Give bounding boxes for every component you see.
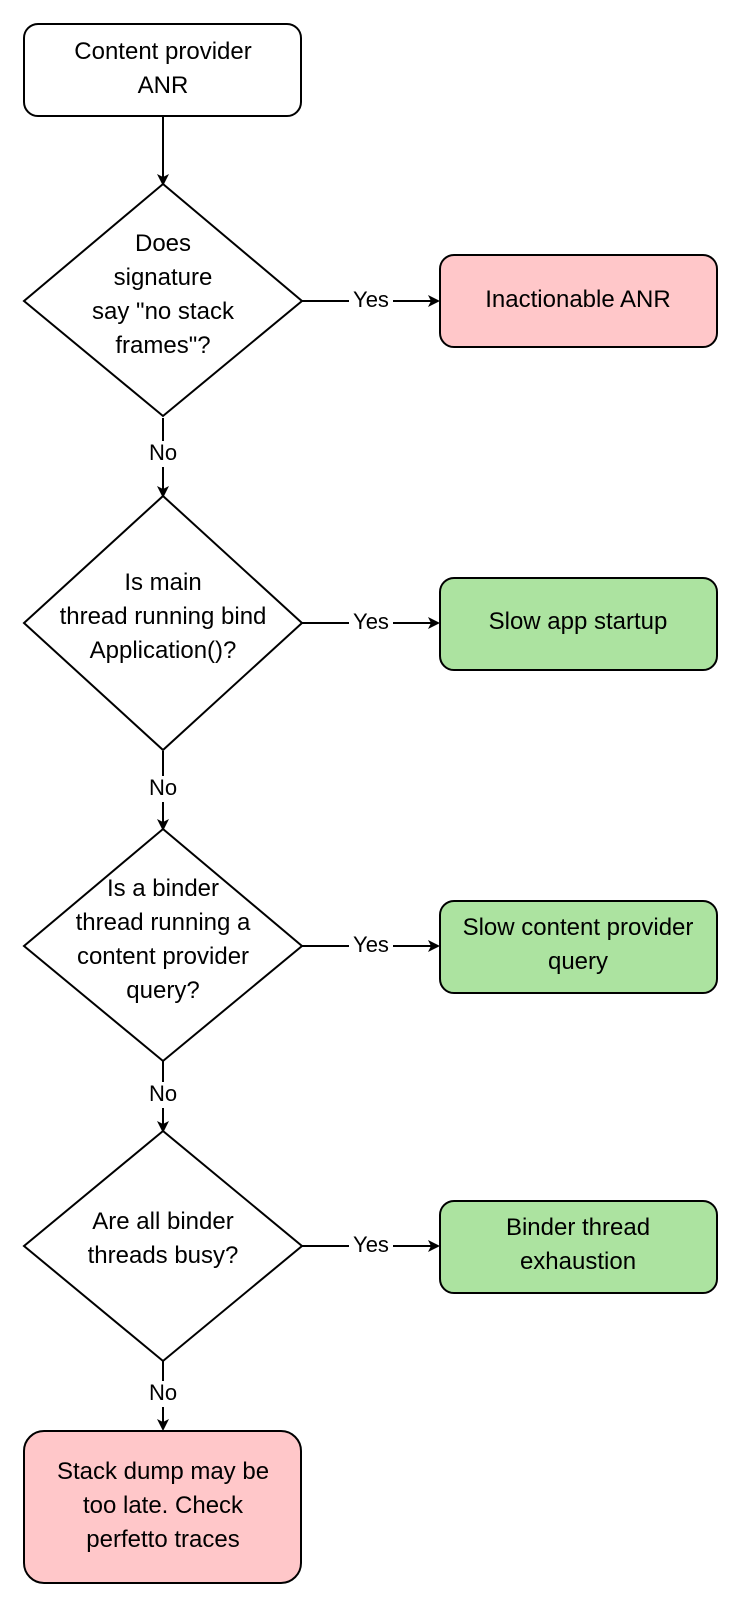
node-text-line: exhaustion: [520, 1248, 636, 1275]
r2-text: Slow app startup: [489, 608, 668, 635]
node-result-inactionable-anr: Inactionable ANR: [439, 254, 718, 348]
node-text-line: signature: [114, 264, 213, 291]
decision-diamond: [22, 182, 304, 418]
node-text-line: content provider: [77, 943, 249, 970]
node-text-line: ANR: [138, 72, 189, 99]
end-text: Stack dump may be too late. Check perfetto…: [57, 1458, 269, 1553]
label-bg: [349, 1233, 393, 1259]
no-label: No: [149, 1081, 177, 1106]
node-text-line: thread running bind: [60, 603, 267, 630]
node-decision-content-provider-query: Is a binder thread running a content provi…: [22, 827, 304, 1063]
label-bg: [349, 288, 393, 314]
node-text-line: Is a binder: [107, 875, 219, 902]
node-text-line: Content provider: [74, 38, 251, 65]
node-text-line: too late. Check: [83, 1492, 244, 1519]
r4-text: Binder thread exhaustion: [506, 1214, 650, 1275]
label-bg: [349, 933, 393, 959]
q1-text: Does signature say "no stack frames"?: [92, 230, 235, 359]
node-text-line: Inactionable ANR: [485, 286, 670, 313]
label-bg: [145, 776, 181, 802]
result-box-red: [23, 1430, 302, 1584]
edge-labels: Yes Yes Yes Yes No No No No: [145, 287, 393, 1407]
yes-label: Yes: [353, 1232, 389, 1257]
yes-label: Yes: [353, 287, 389, 312]
label-bg: [145, 1381, 181, 1407]
node-result-check-perfetto-traces: Stack dump may be too late. Check perfetto…: [23, 1430, 302, 1584]
node-decision-no-stack-frames: Does signature say "no stack frames"?: [22, 182, 304, 418]
node-text-line: perfetto traces: [86, 1526, 239, 1553]
no-label: No: [149, 1380, 177, 1405]
node-text-line: thread running a: [76, 909, 251, 936]
node-decision-binder-threads-busy: Are all binder threads busy?: [22, 1129, 304, 1363]
node-text-line: Stack dump may be: [57, 1458, 269, 1485]
node-text-line: threads busy?: [88, 1242, 239, 1269]
result-box-green: [439, 577, 718, 671]
label-bg: [145, 441, 181, 467]
decision-diamond: [22, 494, 304, 752]
node-text-line: Does: [135, 230, 191, 257]
no-label: No: [149, 440, 177, 465]
decision-diamond: [22, 1129, 304, 1363]
node-text-line: Are all binder: [92, 1208, 233, 1235]
node-text-line: say "no stack: [92, 298, 235, 325]
start-box: [23, 23, 302, 117]
node-result-slow-app-startup: Slow app startup: [439, 577, 718, 671]
node-text-line: Slow app startup: [489, 608, 668, 635]
decision-diamond: [22, 827, 304, 1063]
result-box-red: [439, 254, 718, 348]
q3-text: Is a binder thread running a content provi…: [76, 875, 251, 1004]
node-text-line: Slow content provider: [463, 914, 694, 941]
label-bg: [145, 1082, 181, 1108]
node-text-line: query: [548, 948, 608, 975]
yes-label: Yes: [353, 932, 389, 957]
yes-label: Yes: [353, 609, 389, 634]
no-label: No: [149, 775, 177, 800]
result-box-green: [439, 900, 718, 994]
node-text-line: query?: [126, 977, 199, 1004]
node-text-line: Is main: [124, 569, 201, 596]
result-box-green: [439, 1200, 718, 1294]
node-result-slow-content-provider-query: Slow content provider query: [439, 900, 718, 994]
node-text-line: Binder thread: [506, 1214, 650, 1241]
node-text-line: frames"?: [115, 332, 210, 359]
q4-text: Are all binder threads busy?: [88, 1208, 239, 1269]
r1-text: Inactionable ANR: [485, 286, 670, 313]
node-result-binder-thread-exhaustion: Binder thread exhaustion: [439, 1200, 718, 1294]
label-bg: [349, 610, 393, 636]
r3-text: Slow content provider query: [463, 914, 694, 975]
node-text-line: Application()?: [90, 637, 237, 664]
